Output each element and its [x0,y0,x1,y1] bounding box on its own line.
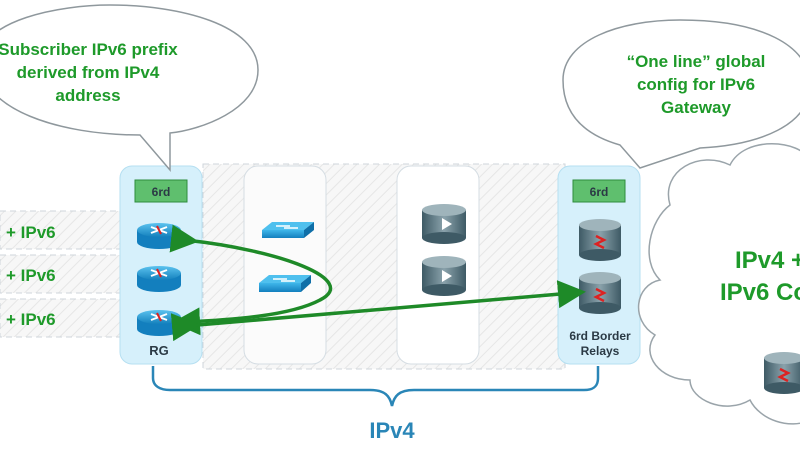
switch-icon [262,222,314,238]
access-column [243,165,327,365]
router-icon [764,352,800,394]
subscriber-row [0,254,123,294]
right-callout-line: config for IPv6 [637,75,755,94]
router-icon [137,266,181,292]
subscriber-row [0,210,123,250]
cloud-label-line: IPv6 Core [720,279,800,306]
subscriber-row-label: + IPv6 [6,310,56,329]
left-callout-line: address [55,86,120,105]
right-callout-line: Gateway [661,98,731,117]
router-icon [579,219,621,261]
ipv4-brace [151,366,600,407]
router-icon [422,204,466,244]
br-label-line: Relays [581,344,620,358]
subscriber-rows: + IPv6 + IPv6 + IPv6 [0,210,123,338]
router-icon [137,223,181,249]
left-callout-line: derived from IPv4 [17,63,160,82]
left-callout-line: Subscriber IPv6 prefix [0,40,178,59]
rg-6rd-badge-label: 6rd [152,185,171,199]
left-callout [0,4,259,173]
rg-label: RG [149,343,169,358]
cloud-label-line: IPv4 + [735,247,800,274]
subscriber-row-label: + IPv6 [6,223,56,242]
br-6rd-badge [572,179,626,203]
right-callout-line: “One line” global [627,52,766,71]
switch-icon [259,275,311,292]
right-callout [562,19,800,169]
router-icon [137,310,181,336]
router-icon [579,272,621,314]
br-6rd-badge-label: 6rd [590,185,609,199]
ipv4-brace-label: IPv4 [369,418,415,443]
core-cloud [638,143,800,425]
br-label-line: 6rd Border [569,329,631,343]
subscriber-row-label: + IPv6 [6,266,56,285]
rg-6rd-badge [134,179,188,203]
router-icon [422,256,466,296]
6rd-tunnel-arrow [170,280,586,342]
